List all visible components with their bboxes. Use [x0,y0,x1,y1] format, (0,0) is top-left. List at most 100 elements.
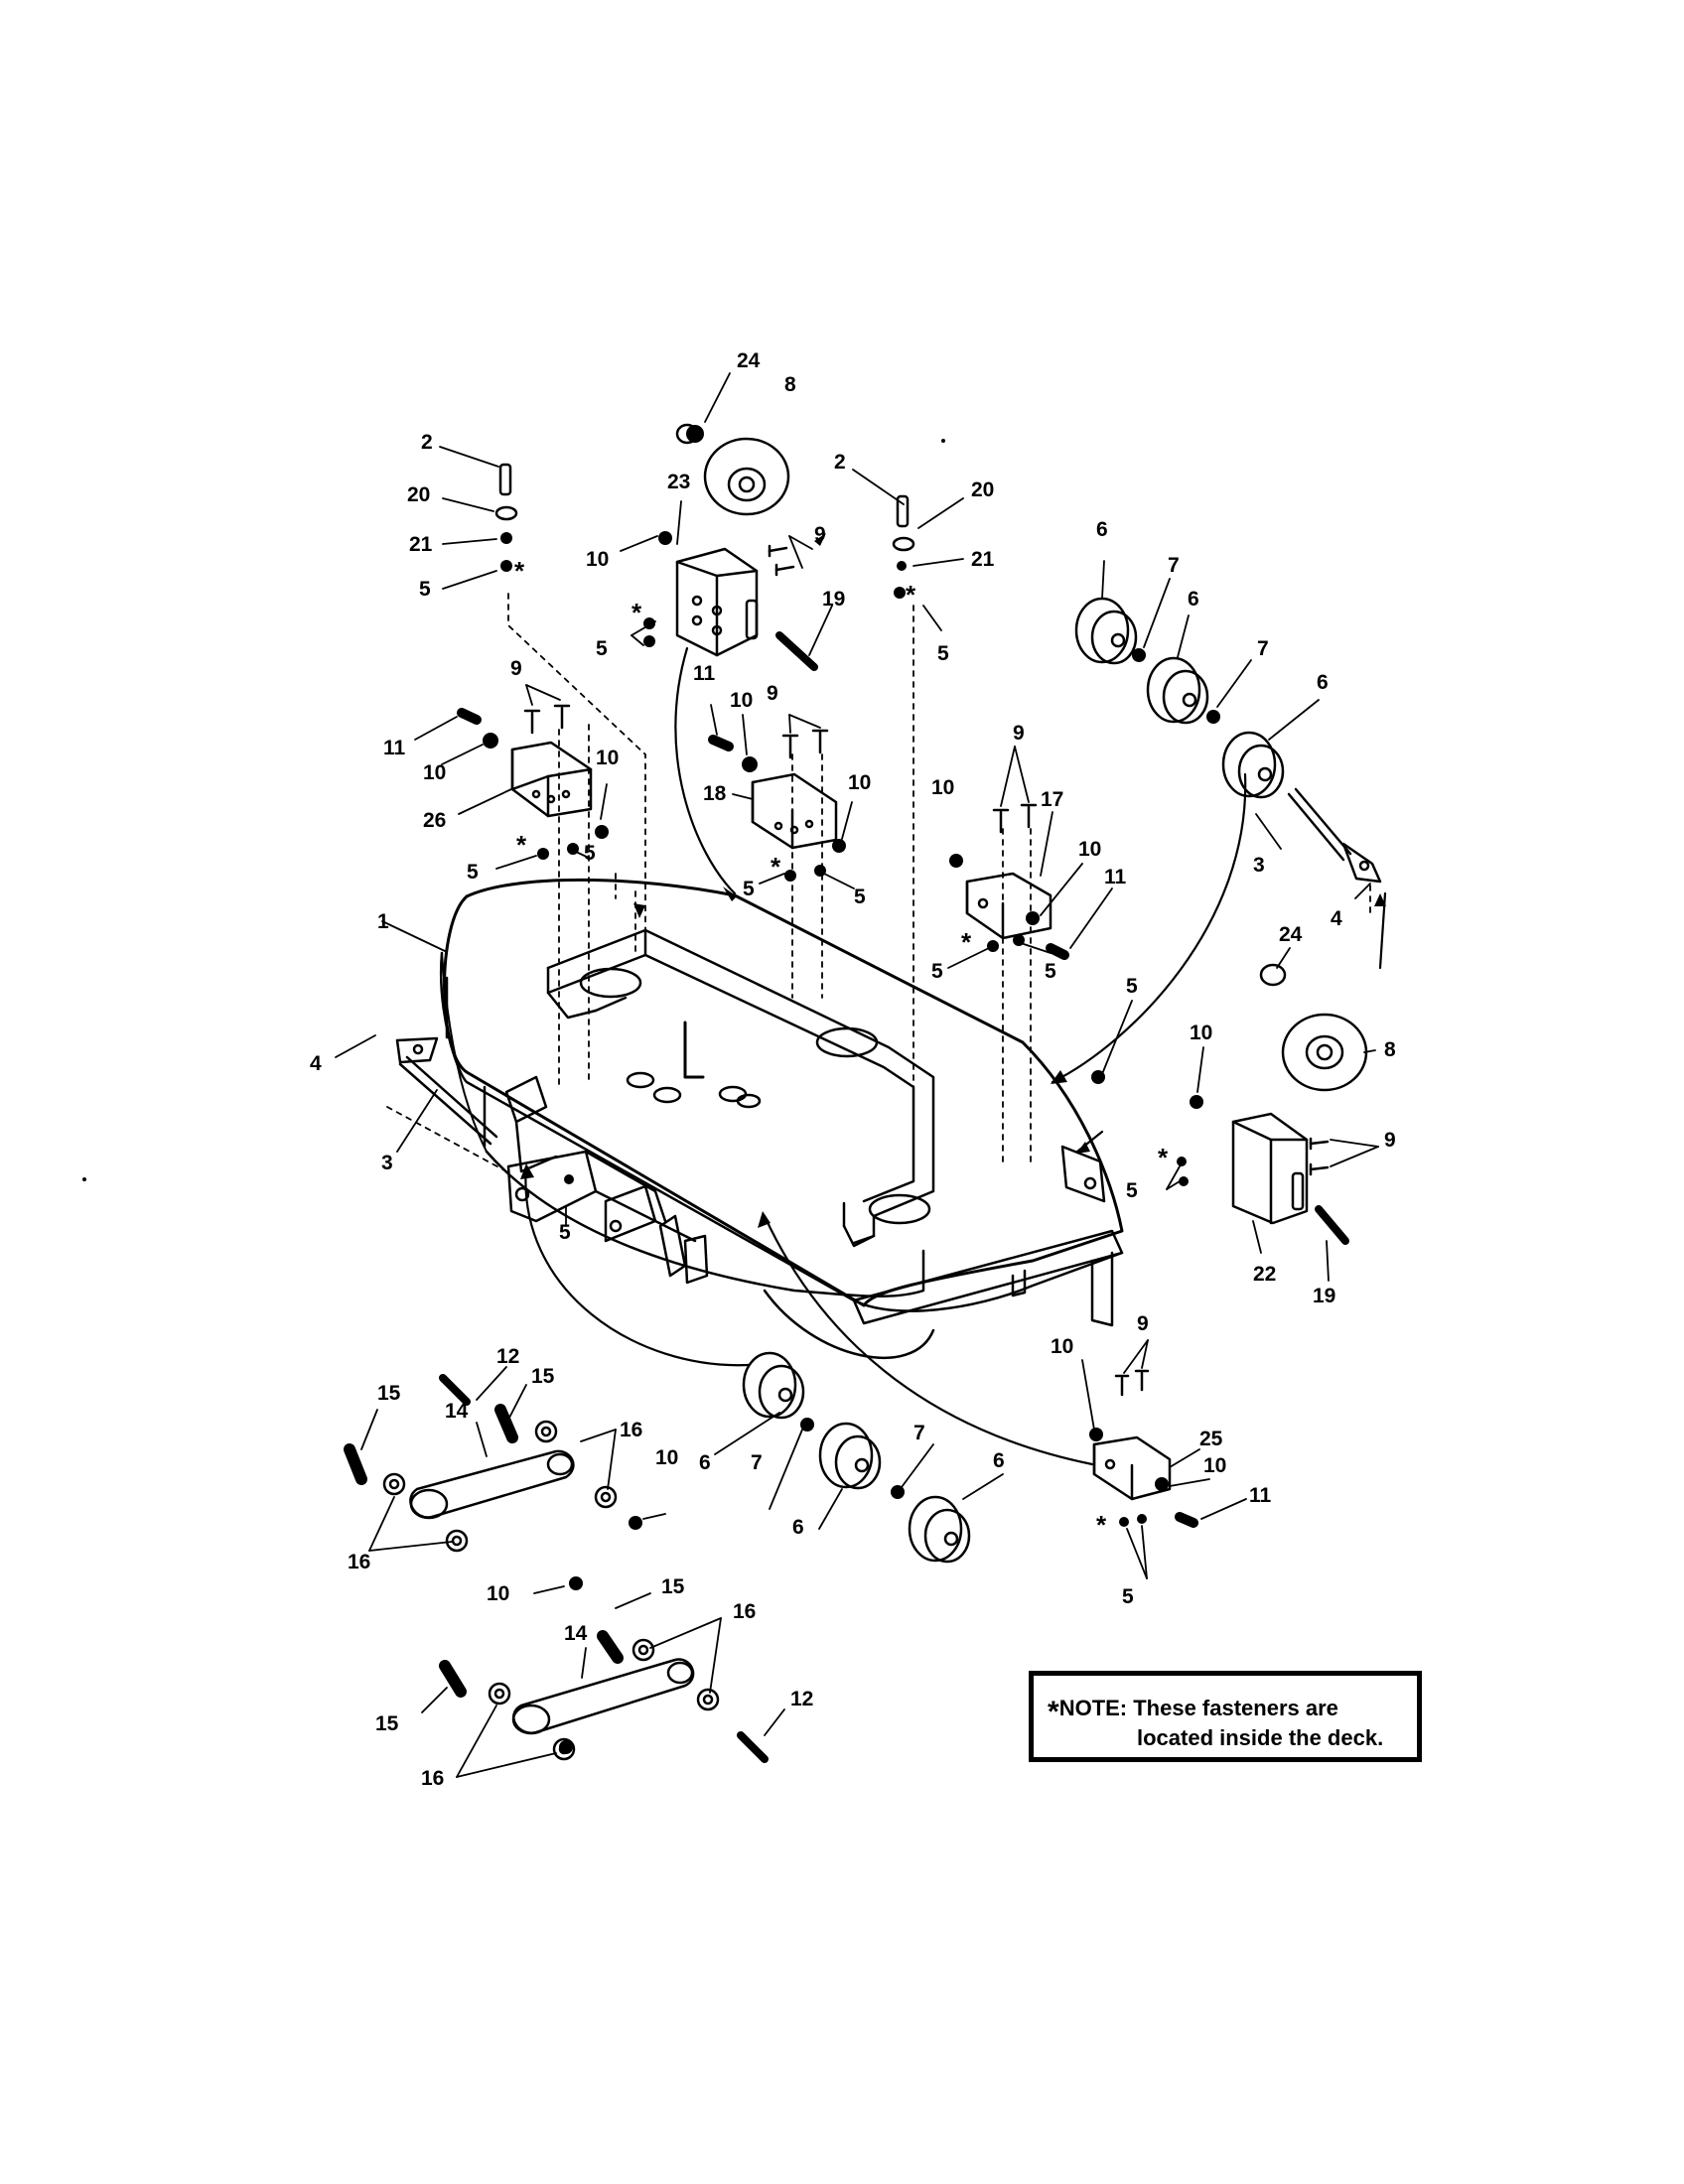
callout-16: 16 [421,1767,444,1790]
deck-shell [440,878,1124,1360]
callout-9: 9 [1137,1312,1149,1335]
asterisk-marker: * [514,556,525,586]
callout-7: 7 [751,1451,763,1474]
note-line-1: *NOTE: These fasteners are [1048,1690,1338,1728]
gauge-wheel-8-top [703,437,790,516]
callout-5: 5 [559,1221,571,1244]
bracket-25 [1092,1435,1172,1501]
callout-26: 26 [423,809,446,832]
asterisk-marker: * [961,927,972,957]
callout-3: 3 [381,1152,393,1174]
callout-9: 9 [510,657,522,680]
bushings [382,423,1287,1761]
roller-6-c [1221,731,1285,799]
bracket-26 [510,741,593,818]
callout-24: 24 [737,349,761,372]
callout-15: 15 [531,1365,555,1388]
callout-7: 7 [1257,637,1269,660]
callout-8: 8 [784,373,796,396]
callout-2: 2 [421,431,433,454]
callout-10: 10 [730,689,753,712]
callout-12: 12 [496,1345,519,1368]
callout-6: 6 [792,1516,804,1539]
arm-14-lower [511,1658,695,1735]
callout-5: 5 [596,637,608,660]
note-asterisk: * [1048,1696,1059,1728]
callout-10: 10 [655,1446,678,1469]
front-hitch-brackets [504,1075,709,1285]
callout-5: 5 [1045,960,1056,983]
stray-dot [941,439,945,443]
callout-9: 9 [1013,722,1025,745]
callout-21: 21 [971,548,995,571]
note-line-2: located inside the deck. [1137,1725,1384,1750]
callout-3: 3 [1253,854,1265,877]
callout-9: 9 [814,523,826,546]
asterisk-marker: * [516,830,527,860]
roller-6-a [1074,597,1138,665]
callout-7: 7 [1168,554,1180,577]
callout-6: 6 [993,1449,1005,1472]
callout-10: 10 [1078,838,1101,861]
callout-5: 5 [419,578,431,601]
callout-10: 10 [596,747,619,769]
callout-6: 6 [699,1451,711,1474]
roller-6-b [1146,656,1209,725]
callout-labels: 24 8 2 20 21 5 23 10 9 5 19 2 20 21 5 6 … [310,349,1396,1790]
callout-4: 4 [1331,907,1342,930]
callout-6: 6 [1096,518,1108,541]
callout-9: 9 [767,682,778,705]
callout-10: 10 [931,776,954,799]
callout-15: 15 [375,1712,399,1735]
callout-11: 11 [693,662,716,685]
callout-24: 24 [1279,923,1303,946]
arrow-heads [520,533,1386,1228]
bracket-23 [675,547,759,657]
note-box: *NOTE: These fasteners are located insid… [1029,1671,1422,1762]
asterisk-marker: * [1158,1143,1169,1172]
callout-11: 11 [383,737,406,759]
callout-10: 10 [487,1582,509,1605]
roller-6-d [742,1351,805,1420]
bracket-17 [965,872,1052,940]
callout-4: 4 [310,1052,322,1075]
callout-9: 9 [1384,1129,1396,1152]
stray-dot [82,1177,86,1181]
assembly-arrows [524,646,1387,1466]
callout-19: 19 [1313,1285,1335,1307]
callout-10: 10 [848,771,871,794]
callout-19: 19 [822,588,845,611]
asterisk-marker: * [771,852,781,882]
callout-5: 5 [467,861,479,884]
callout-15: 15 [377,1382,401,1405]
callout-6: 6 [1188,588,1199,611]
callout-5: 5 [1122,1585,1134,1608]
callout-25: 25 [1199,1428,1223,1450]
callout-14: 14 [564,1622,588,1645]
callout-16: 16 [620,1419,642,1441]
callout-5: 5 [931,960,943,983]
callout-11: 11 [1249,1484,1272,1507]
callout-17: 17 [1041,788,1063,811]
callout-5: 5 [1126,1179,1138,1202]
deck-top-channels [546,928,935,1248]
gauge-wheel-8-right [1281,1013,1368,1092]
callout-2: 2 [834,451,846,474]
callout-5: 5 [854,886,866,908]
callout-10: 10 [586,548,609,571]
arm-14-upper [409,1449,575,1520]
callout-23: 23 [667,471,690,493]
callout-16: 16 [733,1600,756,1623]
leader-lines [335,372,1379,1778]
callout-10: 10 [1051,1335,1073,1358]
callout-10: 10 [1203,1454,1226,1477]
note-text-1: NOTE: These fasteners are [1058,1696,1338,1720]
callout-10: 10 [1190,1022,1212,1044]
callout-5: 5 [937,642,949,665]
callout-12: 12 [790,1688,813,1710]
deck-right-bracket [1060,1145,1106,1203]
carriage-bolts-9 [523,544,1330,1397]
roller-6-f [908,1495,971,1564]
callout-22: 22 [1253,1263,1276,1286]
